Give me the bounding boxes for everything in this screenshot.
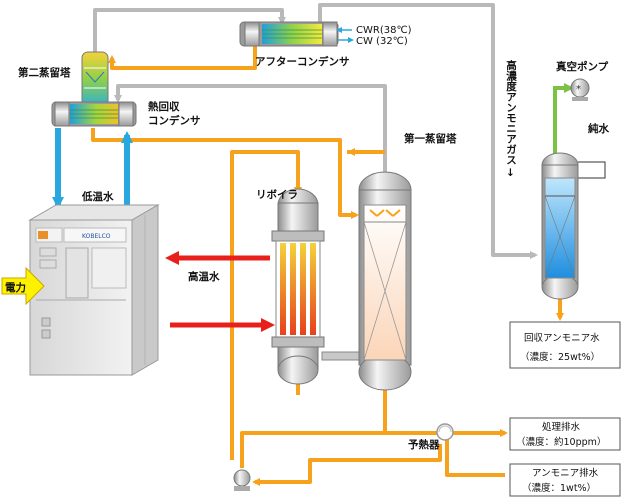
- treated-drain-box: 処理排水 （濃度：約10ppm）: [509, 417, 621, 451]
- heat-pump-brand: KOBELCO: [82, 233, 111, 240]
- power-label: 電力: [5, 281, 26, 294]
- recovered-ammonia-box: 回収アンモニア水 （濃度：25wt%）: [509, 321, 621, 369]
- vent-line: [553, 83, 574, 160]
- svg-text:*: *: [576, 84, 581, 95]
- low-temp-water-pipes: [52, 128, 133, 209]
- vapor-pipes: [93, 3, 538, 259]
- first-column-label: 第一蒸留塔: [404, 132, 457, 145]
- vacuum-pump: *: [570, 78, 590, 101]
- ammonia-drain-box: アンモニア排水 （濃度：1wt%）: [509, 463, 621, 497]
- liquid-pipes: [91, 46, 564, 486]
- ammonia-drain-title: アンモニア排水: [532, 467, 599, 479]
- second-column: [81, 51, 109, 108]
- pure-water-line: [578, 161, 606, 179]
- after-condenser-label: アフターコンデンサ: [255, 55, 350, 68]
- ammonia-drain-conc: （濃度：1wt%）: [522, 482, 596, 494]
- heat-pump-unit: KOBELCO: [28, 204, 160, 376]
- high-temp-water-label: 高温水: [188, 270, 220, 283]
- cw-label: CW (32℃): [356, 36, 408, 47]
- cooling-water-arrows: [336, 27, 354, 43]
- high-temp-water-pipes: [165, 251, 275, 332]
- reboiler: [271, 188, 363, 385]
- heat-recovery-condenser: [51, 101, 137, 127]
- low-temp-water-label: 低温水: [81, 190, 114, 203]
- vacuum-pump-label: 真空ポンプ: [556, 60, 609, 73]
- recovered-ammonia-title: 回収アンモニア水: [524, 332, 600, 344]
- after-condenser: [239, 21, 339, 47]
- bottom-pump: [233, 469, 251, 491]
- power-arrow: 電力: [1, 266, 45, 306]
- treated-drain-title: 処理排水: [542, 421, 581, 433]
- preheater: [436, 423, 454, 441]
- pure-water-label: 純水: [588, 122, 609, 135]
- gas-down-arrow: ↓: [506, 167, 515, 179]
- cwr-label: CWR(38℃): [356, 25, 412, 36]
- ammonia-absorber: [541, 152, 579, 300]
- reboiler-label: リボイラ: [256, 188, 298, 201]
- heat-recovery-label-1: 熱回収: [148, 100, 180, 113]
- first-column: [358, 171, 412, 391]
- high-conc-gas-label: 高濃度アンモニアガス: [505, 59, 517, 165]
- heat-recovery-label-2: コンデンサ: [148, 114, 201, 127]
- recovered-ammonia-conc: （濃度：25wt%）: [520, 351, 600, 363]
- treated-drain-conc: （濃度：約10ppm）: [516, 436, 606, 448]
- second-column-label: 第二蒸留塔: [18, 66, 71, 79]
- preheater-label: 予熱器: [408, 438, 440, 451]
